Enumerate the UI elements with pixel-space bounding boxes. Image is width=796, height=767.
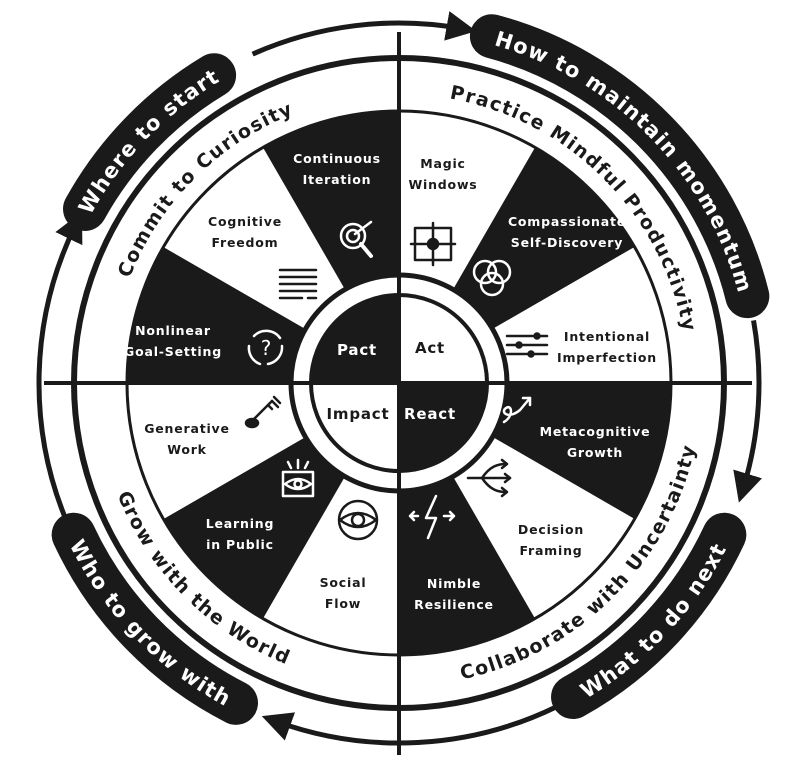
- cycle-arrows: [36, 11, 762, 746]
- sliders-icon: [505, 332, 549, 358]
- wedge-label-line2: Resilience: [414, 597, 494, 612]
- wedge-label-line2: in Public: [206, 537, 274, 552]
- wedge-decision: [452, 436, 635, 619]
- venn-circles-icon: [472, 259, 512, 297]
- wedge-metacognitive: [490, 383, 671, 519]
- wedge-label-line1: Cognitive: [208, 214, 282, 229]
- hub-label-pact: Pact: [337, 341, 377, 359]
- wedge-label-line2: Goal-Setting: [124, 344, 222, 359]
- wedge-label-line1: Generative: [144, 421, 230, 436]
- wedge-label-line2: Windows: [408, 177, 477, 192]
- wedge-label-line1: Continuous: [293, 151, 381, 166]
- wedge-label-line2: Work: [167, 442, 207, 457]
- pill-bottom-left: [51, 512, 259, 725]
- hub-label-act: Act: [415, 339, 445, 357]
- wedge-label-line1: Nimble: [427, 576, 481, 591]
- wedge-intentional: [490, 247, 671, 383]
- axis-lines: [44, 32, 752, 755]
- eye-question-icon: [337, 499, 379, 541]
- key-icon: [244, 395, 282, 429]
- wedge-label-line2: Imperfection: [557, 350, 657, 365]
- cycle-arrow-1: [733, 320, 762, 503]
- wedge-label-line1: Magic: [420, 156, 466, 171]
- wedge-label-line1: Nonlinear: [135, 323, 211, 338]
- wedge-label-line2: Iteration: [303, 172, 372, 187]
- wedge-label-line1: Metacognitive: [540, 424, 651, 439]
- cycle-arrow-0: [251, 11, 477, 57]
- target-magnifier-icon: [339, 220, 373, 258]
- wedge-label-line1: Learning: [206, 516, 274, 531]
- wedge-label-line1: Intentional: [564, 329, 650, 344]
- wedge-compassionate: [452, 147, 635, 330]
- wedge-label-line2: Growth: [567, 445, 623, 460]
- wedge-nimble: [399, 474, 535, 655]
- hub-label-react: React: [404, 405, 456, 423]
- wedge-label: Learning in Public: [206, 516, 274, 552]
- wedge-label-line1: Decision: [518, 522, 584, 537]
- wedge-ring: [127, 111, 671, 655]
- hub-quadrant-react: [399, 383, 487, 471]
- hub-label-impact: Impact: [327, 405, 390, 423]
- cycle-arrow-3: [36, 211, 83, 525]
- cycle-question-icon: ?: [247, 329, 284, 366]
- wedge-nonlinear: [127, 247, 308, 383]
- svg-text:?: ?: [261, 336, 272, 360]
- hub-quadrant-act: [399, 295, 487, 383]
- wedge-label-line2: Flow: [325, 596, 361, 611]
- wedge-label-line1: Social: [320, 575, 367, 590]
- wedge-generative: [127, 383, 308, 519]
- wedge-label-line2: Self-Discovery: [511, 235, 623, 250]
- window-grid-icon: [409, 221, 457, 267]
- pill-top-right: [469, 14, 770, 319]
- pill-top-left: [63, 53, 237, 231]
- wedge-label-line2: Framing: [519, 543, 582, 558]
- wedge-label-line1: Compassionate: [508, 214, 626, 229]
- eye-window-icon: [281, 458, 315, 498]
- text-lines-icon: [278, 268, 318, 300]
- cycle-arrow-2: [261, 704, 558, 746]
- hub-quadrant-impact: [311, 383, 399, 471]
- loop-arrow-icon: [502, 396, 532, 424]
- lightning-arrows-icon: [408, 494, 456, 540]
- hub-quadrant-pact: [311, 295, 399, 383]
- branching-arrows-icon: [466, 458, 512, 498]
- wedge-icons: ?: [244, 220, 549, 541]
- wedge-label-line2: Freedom: [211, 235, 278, 250]
- pill-bottom-right: [551, 512, 747, 719]
